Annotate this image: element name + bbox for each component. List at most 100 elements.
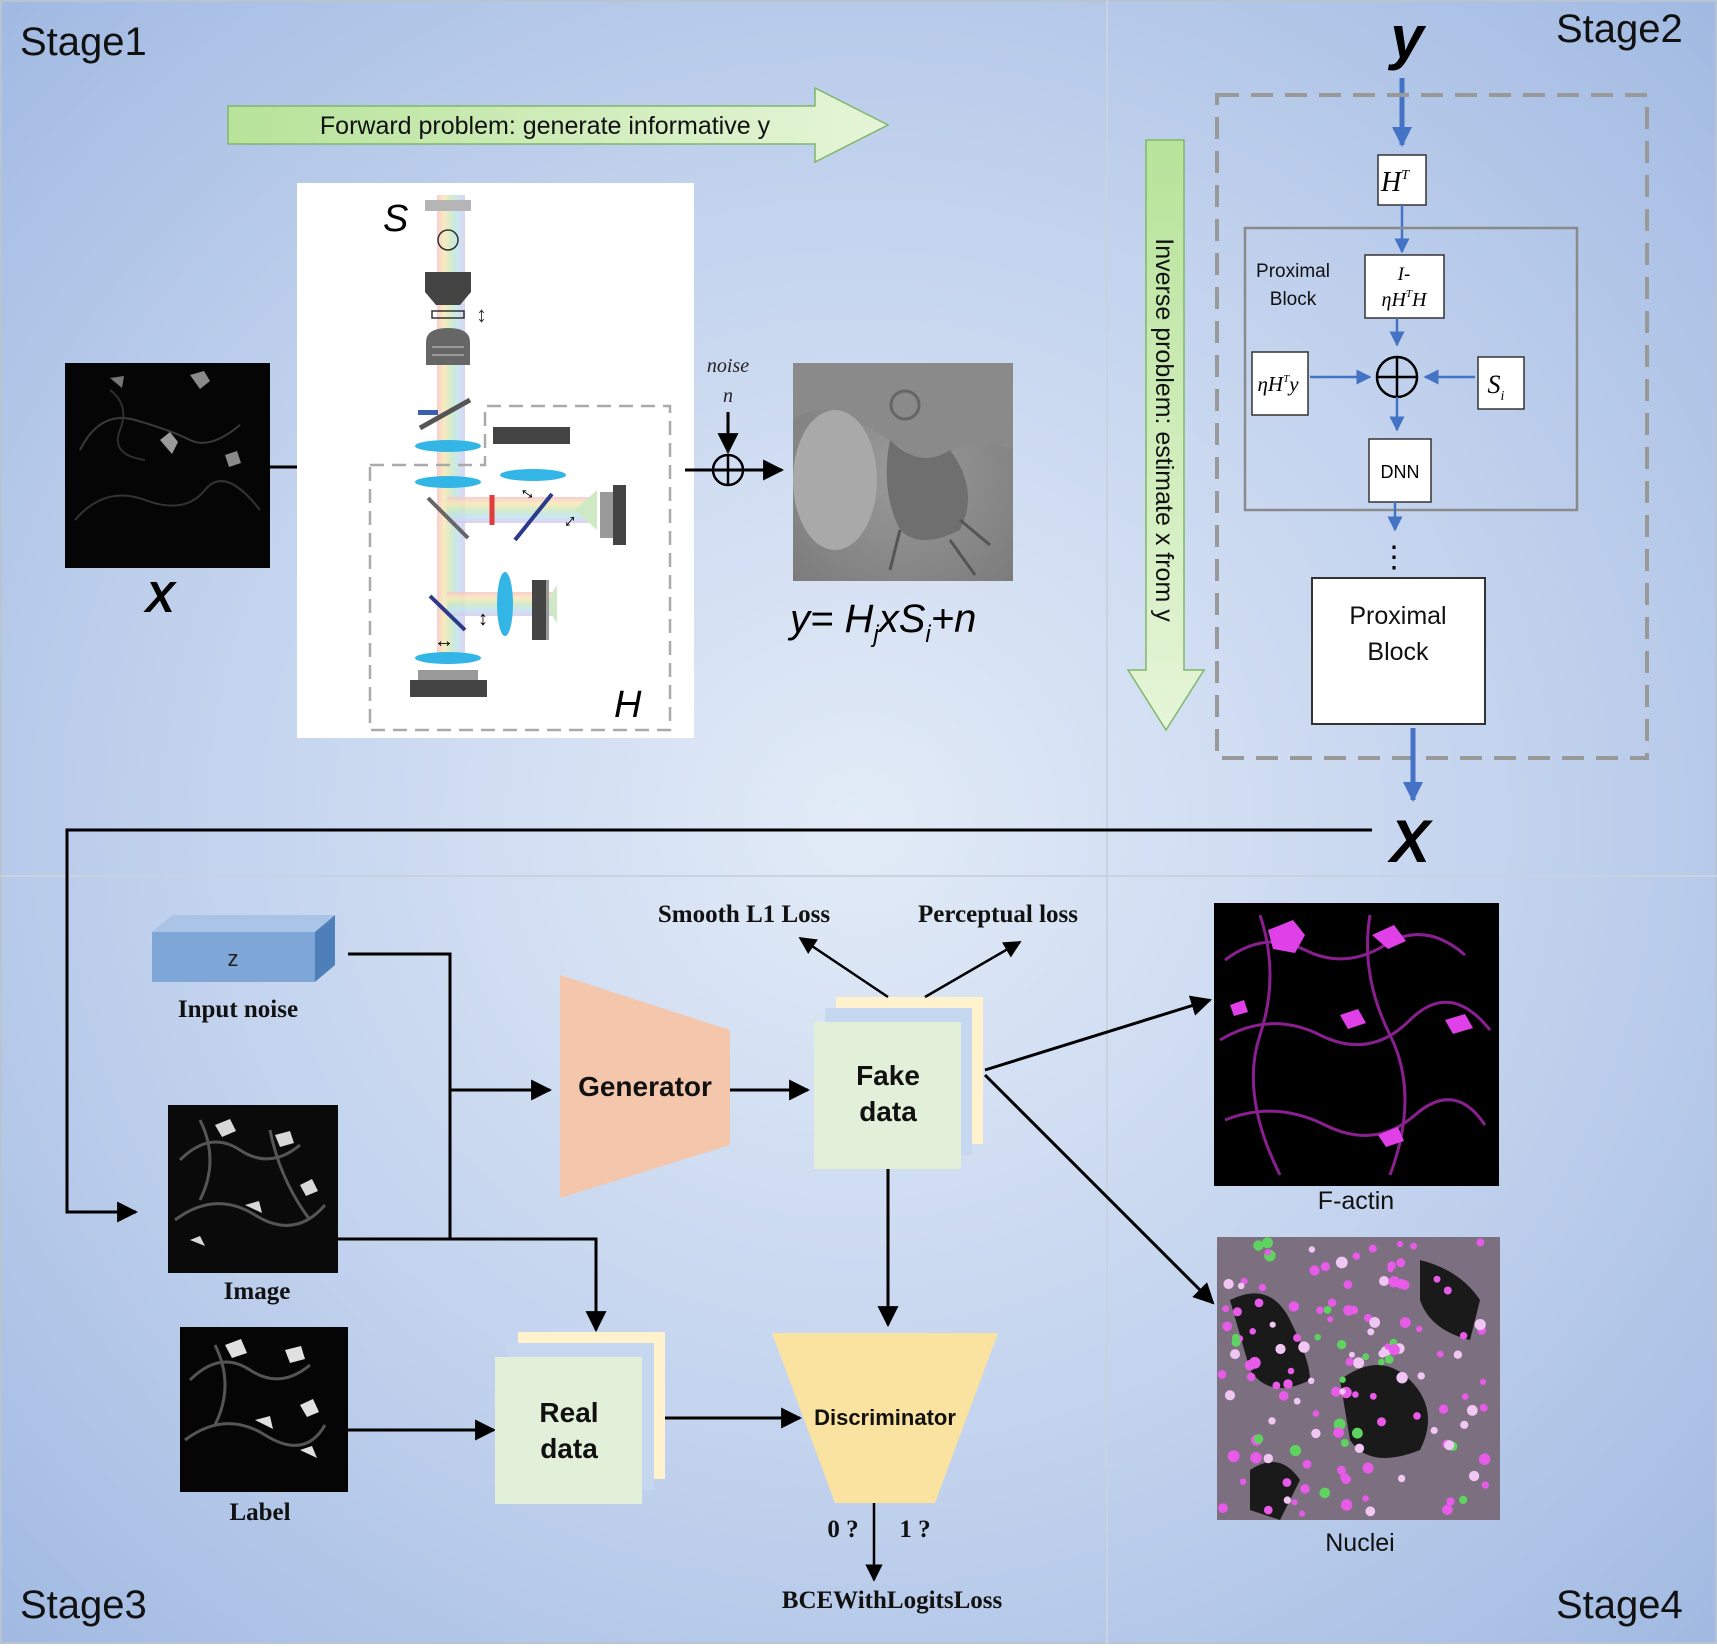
nucleus-dot (1333, 1427, 1344, 1438)
nucleus-dot (1289, 1444, 1302, 1457)
y-measured-image (793, 363, 1013, 581)
proximal-block-1-label-a: Proximal (1256, 261, 1330, 282)
nucleus-dot (1476, 1238, 1485, 1247)
nucleus-dot (1223, 1278, 1234, 1290)
z-label: z (228, 946, 239, 971)
nucleus-dot (1340, 1472, 1349, 1482)
nucleus-dot (1397, 1474, 1406, 1483)
nucleus-dot (1396, 1372, 1408, 1384)
eta-ht-y-block: ηHTy (1251, 351, 1309, 416)
nucleus-dot (1478, 1453, 1491, 1465)
nucleus-dot (1354, 1443, 1365, 1454)
nucleus-dot (1319, 1487, 1331, 1499)
nucleus-dot (1222, 1305, 1230, 1313)
nucleus-dot (1413, 1412, 1421, 1420)
nucleus-dot (1268, 1417, 1276, 1425)
nucleus-dot (1253, 1240, 1264, 1251)
proximal-block-1-label-b: Block (1270, 289, 1317, 310)
ht-block: HT (1377, 154, 1427, 206)
si-block: Si (1477, 356, 1525, 410)
label-thumbnail (180, 1327, 348, 1492)
svg-text:ηHTy: ηHTy (1257, 372, 1299, 396)
svg-text:ηHTH: ηHTH (1382, 288, 1429, 311)
nucleus-dot (1291, 1499, 1298, 1506)
svg-text:↔: ↔ (434, 630, 454, 652)
noise-n-label: n (723, 385, 733, 407)
input-noise-block: z (152, 915, 335, 982)
nucleus-dot (1341, 1499, 1353, 1511)
inverse-problem-arrow: Inverse problem: estimate x from y (1126, 139, 1206, 732)
nucleus-dot (1345, 1357, 1354, 1366)
nucleus-dot (1367, 1328, 1375, 1336)
sum-node (1375, 355, 1419, 399)
nucleus-dot (1272, 1381, 1281, 1390)
microscope-diagram: ↕ ↔ ↔ ↕ ↔ S H (297, 183, 694, 738)
nucleus-dot (1459, 1495, 1468, 1504)
nucleus-dot (1239, 1478, 1247, 1485)
nucleus-dot (1479, 1378, 1487, 1385)
svg-text:I-: I- (1397, 264, 1411, 285)
nuclei-label: Nuclei (1325, 1529, 1394, 1557)
nucleus-dot (1231, 1333, 1240, 1342)
s-label: S (383, 198, 408, 240)
noise-to-junction-line (348, 952, 452, 1239)
image-thumbnail (168, 1105, 338, 1273)
nucleus-dot (1352, 1391, 1359, 1398)
nucleus-dot (1444, 1440, 1455, 1451)
nucleus-dot (1283, 1379, 1293, 1389)
nucleus-dot (1227, 1450, 1240, 1463)
stage2-label: Stage2 (1556, 7, 1683, 51)
nucleus-dot (1264, 1505, 1273, 1515)
nucleus-dot (1474, 1319, 1486, 1331)
smooth-l1-label: Smooth L1 Loss (658, 901, 831, 928)
nucleus-dot (1269, 1321, 1276, 1328)
nucleus-dot (1446, 1497, 1455, 1506)
nucleus-dot (1282, 1478, 1292, 1487)
nucleus-dot (1481, 1481, 1490, 1489)
nucleus-dot (1438, 1404, 1449, 1414)
nucleus-dot (1352, 1252, 1361, 1260)
svg-text:↕: ↕ (478, 608, 488, 630)
nucleus-dot (1275, 1343, 1286, 1355)
nucleus-dot (1417, 1372, 1425, 1380)
nucleus-dot (1416, 1325, 1423, 1333)
nucleus-dot (1308, 1246, 1316, 1253)
nucleus-dot (1461, 1393, 1469, 1400)
dnn-block (1368, 438, 1432, 503)
nucleus-dot (1312, 1410, 1320, 1417)
nucleus-dot (1287, 1367, 1295, 1375)
nucleus-dot (1298, 1341, 1310, 1353)
nucleus-dot (1388, 1276, 1400, 1288)
nucleus-dot (1353, 1357, 1365, 1369)
nucleus-dot (1378, 1358, 1385, 1366)
nucleus-dot (1237, 1282, 1245, 1290)
nucleus-dot (1362, 1462, 1374, 1474)
nucleus-dot (1302, 1459, 1312, 1469)
nucleus-dot (1335, 1256, 1348, 1269)
forward-problem-arrow: Forward problem: generate informative y (227, 86, 890, 164)
nucleus-dot (1327, 1298, 1337, 1307)
nucleus-dot (1362, 1353, 1370, 1361)
nucleus-dot (1293, 1397, 1301, 1405)
nucleus-dot (1466, 1405, 1478, 1416)
nucleus-dot (1377, 1417, 1386, 1427)
svg-text:↕: ↕ (476, 302, 487, 327)
noise-label: noise (707, 355, 749, 377)
x-output-label: X (1387, 808, 1434, 875)
nucleus-dot (1369, 1317, 1381, 1328)
nucleus-dot (1443, 1286, 1452, 1295)
nucleus-dot (1442, 1504, 1453, 1516)
x-to-image-connector (65, 828, 1372, 1223)
factin-image (1214, 903, 1499, 1186)
nucleus-dot (1278, 1391, 1289, 1401)
nucleus-dot (1468, 1470, 1480, 1482)
fake-data-stack: Fake data (814, 997, 983, 1169)
nucleus-dot (1433, 1275, 1441, 1283)
nucleus-dot (1254, 1298, 1264, 1308)
stage1-label: Stage1 (20, 20, 147, 64)
nucleus-dot (1396, 1241, 1404, 1248)
discriminator-block (772, 1333, 998, 1503)
nucleus-dot (1331, 1386, 1341, 1397)
